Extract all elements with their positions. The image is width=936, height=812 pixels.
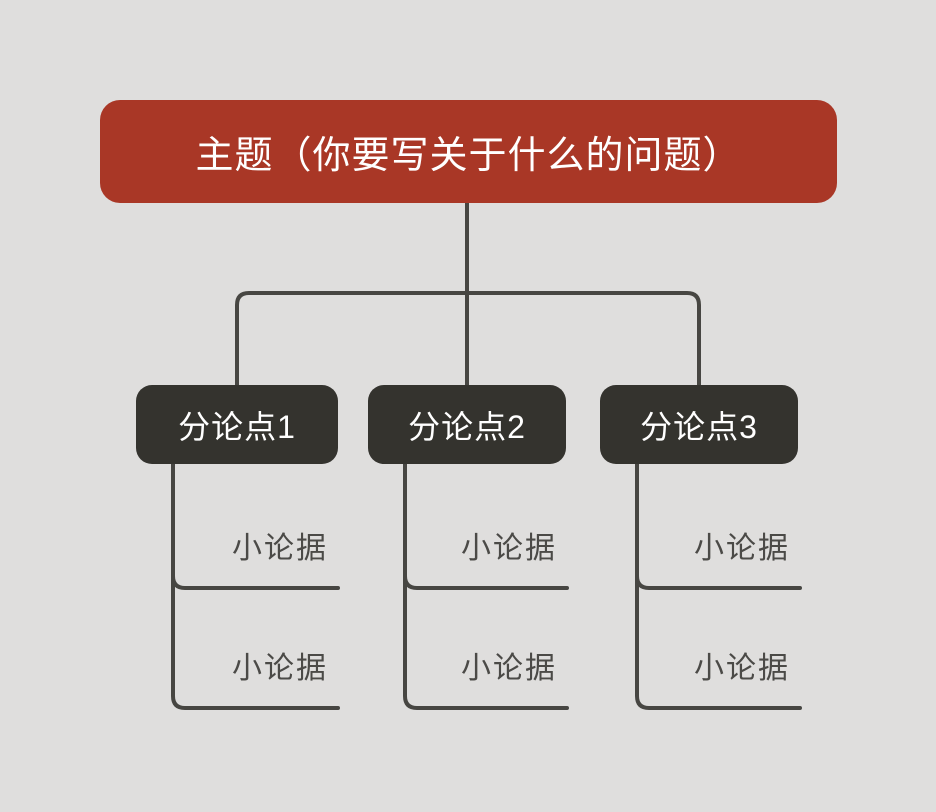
sub-topic-2-2[interactable]: 小论据 — [461, 652, 557, 685]
branch-2-label: 分论点2 — [408, 408, 526, 445]
branch-3-label: 分论点3 — [640, 408, 758, 445]
branch-node-2[interactable]: 分论点2 — [368, 385, 566, 464]
branch-node-3[interactable]: 分论点3 — [600, 385, 798, 464]
sub-topic-1-2[interactable]: 小论据 — [232, 652, 328, 685]
sub-topic-3-1[interactable]: 小论据 — [694, 532, 790, 565]
root-topic-label: 主题（你要写关于什么的问题） — [195, 135, 742, 177]
root-topic-node[interactable]: 主题（你要写关于什么的问题） — [100, 100, 837, 203]
connector-branch1-elbow — [171, 574, 340, 590]
connector-branch3-elbow — [635, 574, 802, 590]
connector-branch2-elbow — [403, 574, 569, 590]
sub-topic-2-1[interactable]: 小论据 — [461, 532, 557, 565]
branch-node-1[interactable]: 分论点1 — [136, 385, 338, 464]
connector-rail — [235, 291, 701, 387]
sub-topic-3-2[interactable]: 小论据 — [694, 652, 790, 685]
sub-topic-1-1[interactable]: 小论据 — [232, 532, 328, 565]
branch-1-label: 分论点1 — [178, 408, 296, 445]
